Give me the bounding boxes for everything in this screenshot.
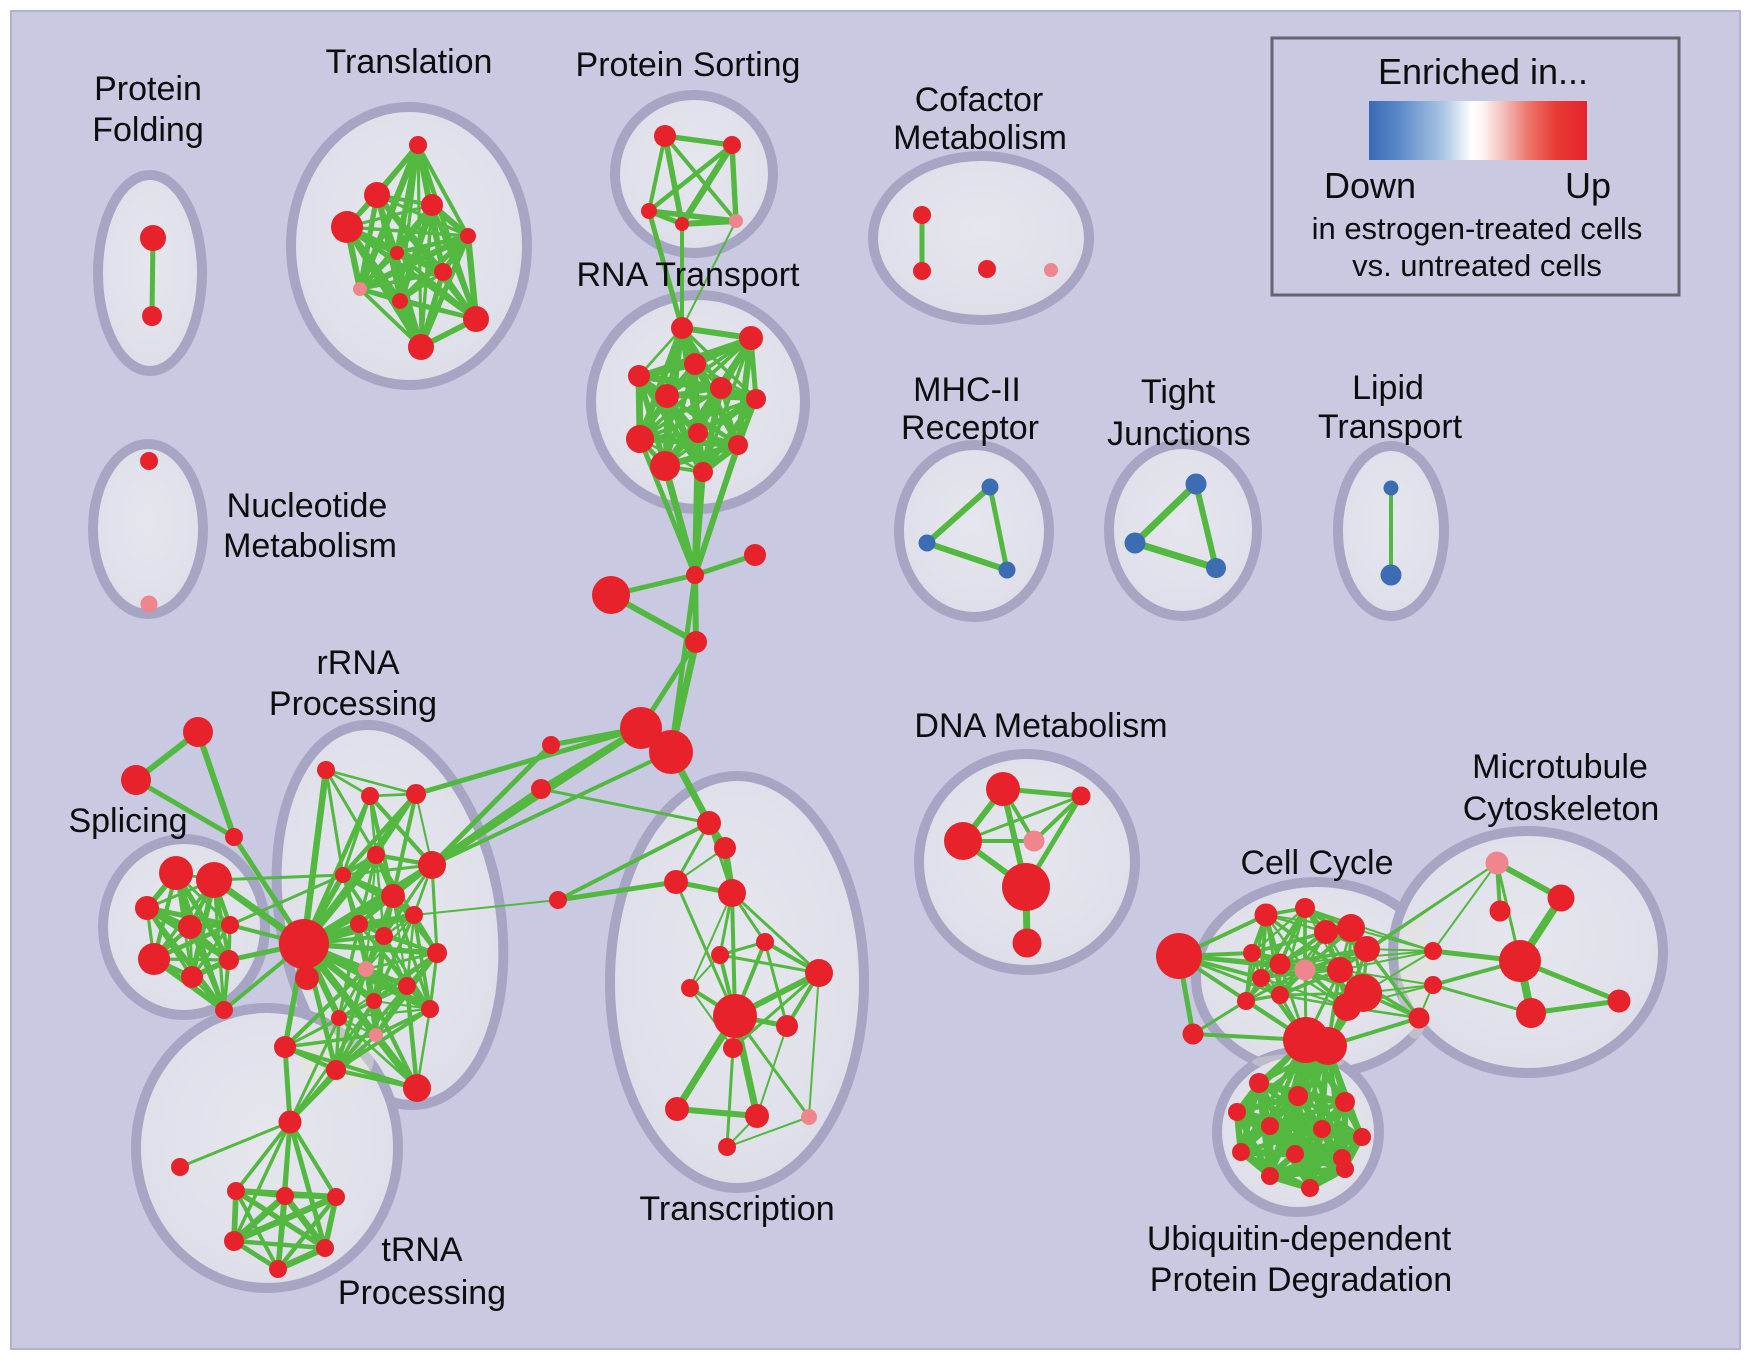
svg-text:rRNA: rRNA <box>316 644 399 682</box>
svg-text:Tight: Tight <box>1141 373 1216 411</box>
svg-text:vs. untreated cells: vs. untreated cells <box>1352 248 1602 283</box>
svg-text:Protein: Protein <box>94 70 202 108</box>
svg-text:Junctions: Junctions <box>1107 415 1251 453</box>
svg-text:Nucleotide: Nucleotide <box>227 487 388 525</box>
svg-text:Microtubule: Microtubule <box>1472 748 1648 786</box>
svg-text:Folding: Folding <box>92 111 204 149</box>
svg-text:Lipid: Lipid <box>1352 369 1424 407</box>
svg-text:tRNA: tRNA <box>381 1231 463 1269</box>
svg-text:Down: Down <box>1324 165 1416 206</box>
svg-text:Cofactor: Cofactor <box>915 81 1044 119</box>
svg-text:RNA Transport: RNA Transport <box>577 256 801 294</box>
svg-text:DNA Metabolism: DNA Metabolism <box>914 707 1167 745</box>
svg-text:Transcription: Transcription <box>639 1190 834 1228</box>
svg-text:Metabolism: Metabolism <box>893 119 1067 157</box>
svg-text:Processing: Processing <box>338 1274 506 1312</box>
svg-text:Cytoskeleton: Cytoskeleton <box>1463 790 1660 828</box>
svg-text:MHC-II: MHC-II <box>913 371 1021 409</box>
svg-text:Cell Cycle: Cell Cycle <box>1240 844 1393 882</box>
svg-text:Transport: Transport <box>1318 408 1463 446</box>
svg-text:Splicing: Splicing <box>68 802 187 840</box>
svg-text:Up: Up <box>1565 165 1611 206</box>
svg-text:Enriched in...: Enriched in... <box>1378 51 1588 92</box>
svg-text:Metabolism: Metabolism <box>223 527 397 565</box>
svg-text:Processing: Processing <box>269 685 437 723</box>
svg-text:Translation: Translation <box>326 43 493 81</box>
svg-text:Protein Degradation: Protein Degradation <box>1150 1261 1452 1299</box>
svg-text:Receptor: Receptor <box>901 409 1039 447</box>
svg-text:Ubiquitin-dependent: Ubiquitin-dependent <box>1147 1220 1452 1258</box>
svg-text:Protein Sorting: Protein Sorting <box>576 46 801 84</box>
svg-text:in estrogen-treated cells: in estrogen-treated cells <box>1312 211 1643 246</box>
